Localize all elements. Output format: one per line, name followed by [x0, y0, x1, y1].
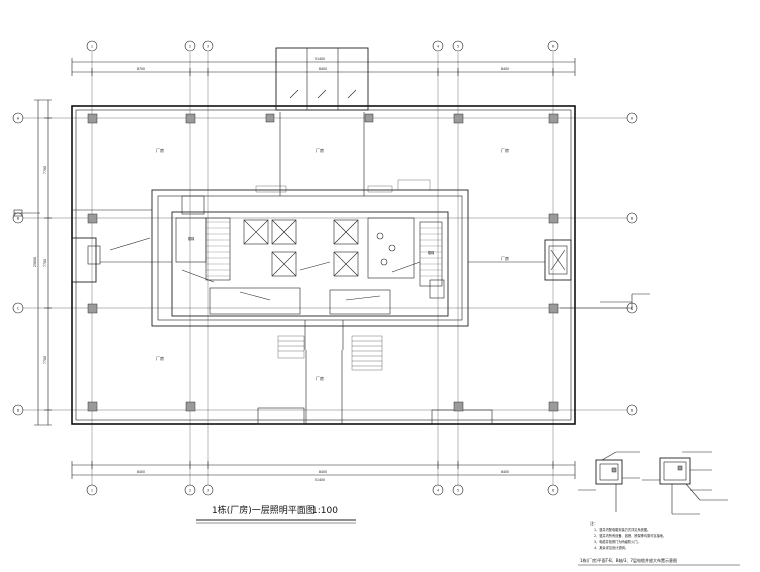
bay-dimension: 8700	[137, 67, 145, 71]
plan-title-block: 1栋(厂房)一层照明平面图 1:100	[196, 504, 356, 524]
axis-bubbles-top: 1 2 3 4 5 6	[86, 40, 559, 52]
overall-dimension-top: 51400	[315, 57, 325, 61]
bay-dimension: 7700	[43, 259, 47, 267]
bay-dimension: 8400	[137, 470, 145, 474]
axis-label: D	[631, 409, 634, 413]
room-tags: 厂房 厂房 厂房 厂房 厂房 厂房 楼梯 楼梯	[156, 147, 509, 381]
axis-label: D	[17, 409, 20, 413]
axis-label: 2	[189, 489, 191, 493]
axis-label: 4	[437, 489, 439, 493]
outer-walls	[71, 47, 576, 425]
axis-grid	[18, 52, 632, 495]
bay-dimension: 8400	[501, 67, 509, 71]
room-label: 厂房	[501, 147, 509, 153]
axis-bubbles-bottom: 1 2 3 4 5 6	[86, 484, 559, 496]
note-line: 1、竖井内配电箱安装方式详见系统图。	[594, 527, 650, 532]
service-core	[151, 189, 469, 327]
plan-title: 1栋(厂房)一层照明平面图	[212, 504, 315, 516]
axis-label: B	[17, 217, 19, 221]
bay-dimension: 8400	[319, 67, 327, 71]
dimension-lines	[34, 58, 576, 479]
axis-bubbles-left: A B C D	[12, 112, 24, 416]
note-line: 2、竖井内所有设备、线槽、桥架等均需可靠接地。	[594, 533, 666, 538]
axis-label: 1	[91, 489, 93, 493]
room-label: 厂房	[316, 375, 324, 381]
overall-dimension-bottom: 51400	[315, 478, 325, 482]
axis-bubbles-right: A B C D	[626, 112, 638, 416]
notes-heading: 注：	[590, 520, 598, 526]
axis-label: A	[17, 117, 20, 121]
plan-scale: 1:100	[312, 506, 338, 516]
axis-label: 1	[91, 45, 93, 49]
detail-title: 1栋(厂房)平面T-B、B轴/3、7层电缆井放大布置示意图	[580, 557, 677, 563]
room-label: 楼梯	[188, 236, 195, 241]
axis-label: 5	[457, 45, 459, 49]
axis-label: 5	[457, 489, 459, 493]
detail-notes: 注： 1、竖井内配电箱安装方式详见系统图。 2、竖井内所有设备、线槽、桥架等均需…	[578, 520, 740, 566]
axis-label: 3	[207, 45, 209, 49]
axis-label: B	[631, 217, 633, 221]
room-label: 楼梯	[428, 250, 435, 255]
overall-dimension-left: 25800	[33, 257, 37, 267]
axis-label: 6	[552, 489, 554, 493]
room-label: 厂房	[156, 355, 164, 361]
axis-label: C	[17, 307, 20, 311]
axis-label: 6	[552, 45, 554, 49]
axis-label: 2	[189, 45, 191, 49]
room-label: 厂房	[501, 255, 509, 261]
lighting-circuits	[72, 112, 632, 350]
note-line: 3、电缆井检修门为丙级防火门。	[594, 539, 641, 544]
axis-label: 4	[437, 45, 439, 49]
bay-dimension: 7700	[43, 356, 47, 364]
axis-label: C	[631, 307, 634, 311]
room-label: 厂房	[316, 147, 324, 153]
axis-label: A	[631, 117, 634, 121]
shaft-detail	[578, 451, 728, 515]
room-label: 厂房	[156, 147, 164, 153]
circuit-labels	[255, 179, 431, 371]
axis-label: 3	[207, 489, 209, 493]
bay-dimension: 8400	[319, 470, 327, 474]
bay-dimension: 8400	[501, 470, 509, 474]
dimension-texts: 51400 51400 8700 8400 8400 8400 8400 840…	[33, 57, 509, 482]
note-line: 4、其余详见设计说明。	[594, 545, 628, 550]
external-feeders	[13, 209, 650, 310]
bay-dimension: 7700	[43, 166, 47, 174]
columns	[87, 113, 559, 412]
